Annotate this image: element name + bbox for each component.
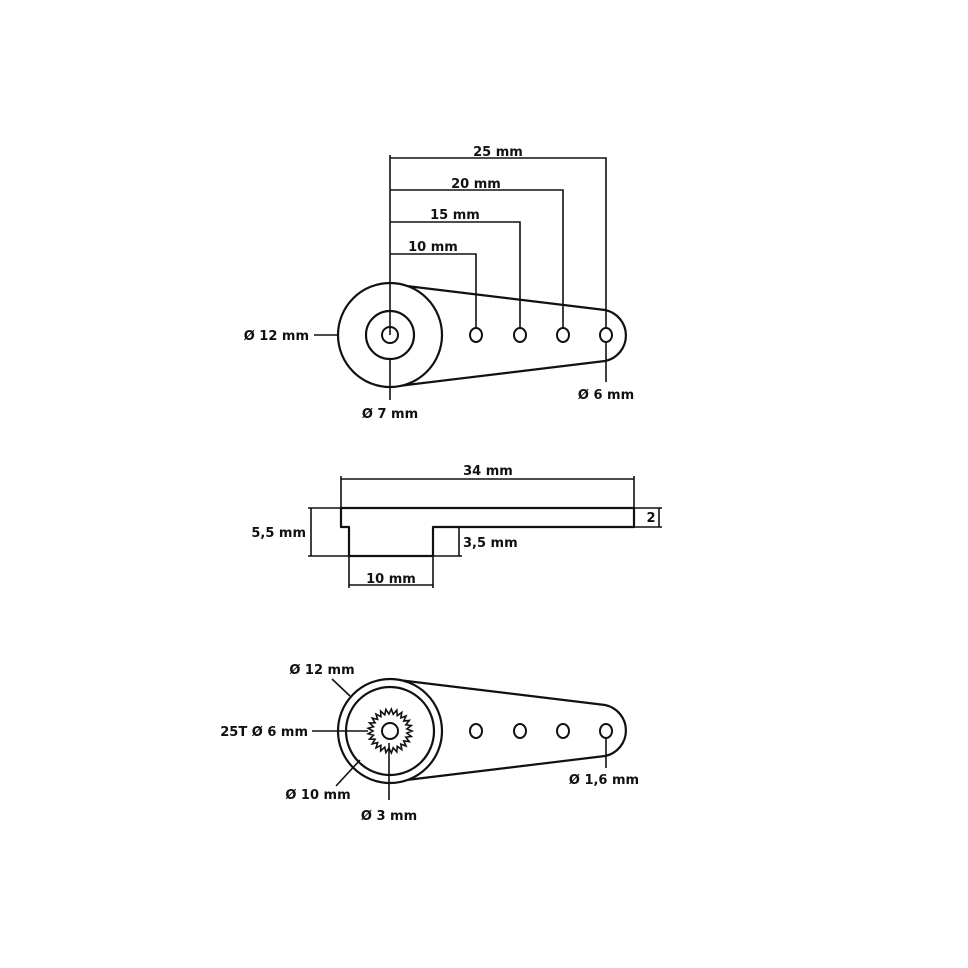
bottom-hole-3 bbox=[556, 723, 570, 739]
top-dim-10-line bbox=[390, 253, 477, 328]
bottom-spline bbox=[366, 706, 415, 756]
top-hole-10 bbox=[469, 327, 483, 343]
bottom-outer-diameter-label: Ø 12 mm bbox=[289, 663, 354, 678]
top-view: 25 mm 20 mm 15 mm 10 mm Ø 12 mm Ø 7 mm Ø… bbox=[244, 145, 634, 422]
top-outer-diameter-label: Ø 12 mm bbox=[244, 329, 309, 344]
side-height-label: 5,5 mm bbox=[251, 526, 306, 541]
bottom-outer-leader bbox=[331, 678, 351, 697]
bottom-hole-diameter-label: Ø 1,6 mm bbox=[569, 773, 639, 788]
bottom-hub-diameter-label: Ø 10 mm bbox=[285, 788, 350, 803]
top-dim-10-label: 10 mm bbox=[408, 240, 458, 255]
top-arm-outline bbox=[389, 282, 627, 389]
bottom-view: Ø 12 mm 25T Ø 6 mm Ø 10 mm Ø 3 mm Ø 1,6 … bbox=[220, 663, 639, 824]
bottom-screw-hole bbox=[381, 722, 399, 740]
top-dim-15-label: 15 mm bbox=[430, 208, 480, 223]
top-dim-25-label: 25 mm bbox=[473, 145, 523, 160]
top-hole-diameter-label: Ø 6 mm bbox=[578, 388, 634, 403]
top-dim-20-line bbox=[390, 189, 564, 328]
top-hole-15 bbox=[513, 327, 527, 343]
top-dim-15-line bbox=[390, 221, 521, 328]
side-hub-height-label: 3,5 mm bbox=[463, 536, 518, 551]
bottom-screw-hole-label: Ø 3 mm bbox=[361, 809, 417, 824]
top-dim-25-line bbox=[390, 157, 607, 328]
bottom-hole-2 bbox=[513, 723, 527, 739]
side-thickness-label: 2 bbox=[646, 511, 655, 526]
top-hole-20 bbox=[556, 327, 570, 343]
bottom-arm-outline bbox=[389, 677, 627, 784]
top-dim-20-label: 20 mm bbox=[451, 177, 501, 192]
side-view: 34 mm 5,5 mm 2 3,5 mm 10 mm bbox=[251, 464, 662, 588]
bottom-spline-label: 25T Ø 6 mm bbox=[220, 725, 308, 740]
bottom-hub-leader bbox=[335, 759, 361, 787]
side-hub-width-label: 10 mm bbox=[366, 572, 416, 587]
top-inner-diameter-label: Ø 7 mm bbox=[362, 407, 418, 422]
bottom-hole-4 bbox=[599, 723, 613, 739]
bottom-hole-1 bbox=[469, 723, 483, 739]
top-hole-25 bbox=[599, 327, 613, 343]
side-length-label: 34 mm bbox=[463, 464, 513, 479]
